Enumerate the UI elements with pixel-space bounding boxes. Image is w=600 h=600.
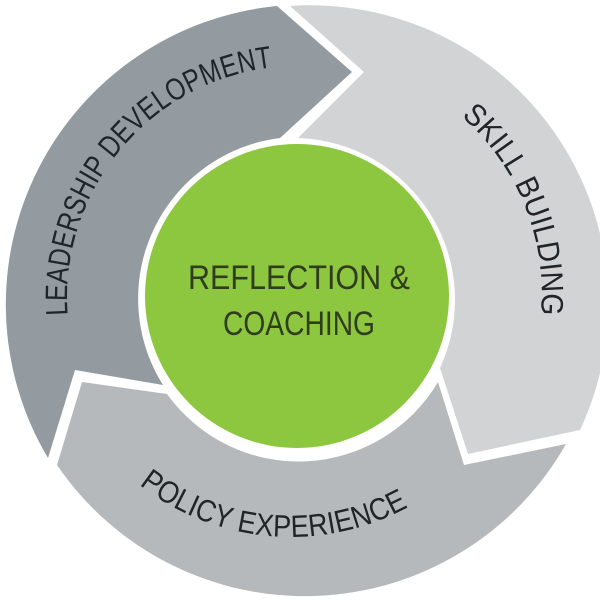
segment-skill-building [290, 5, 600, 454]
hub-label-line-2: COACHING [223, 305, 375, 343]
segment-leadership-development [5, 6, 352, 458]
hub-circle [145, 144, 449, 448]
hub-label-line-1: REFLECTION & [188, 259, 410, 297]
segment-policy-experience [57, 382, 566, 597]
